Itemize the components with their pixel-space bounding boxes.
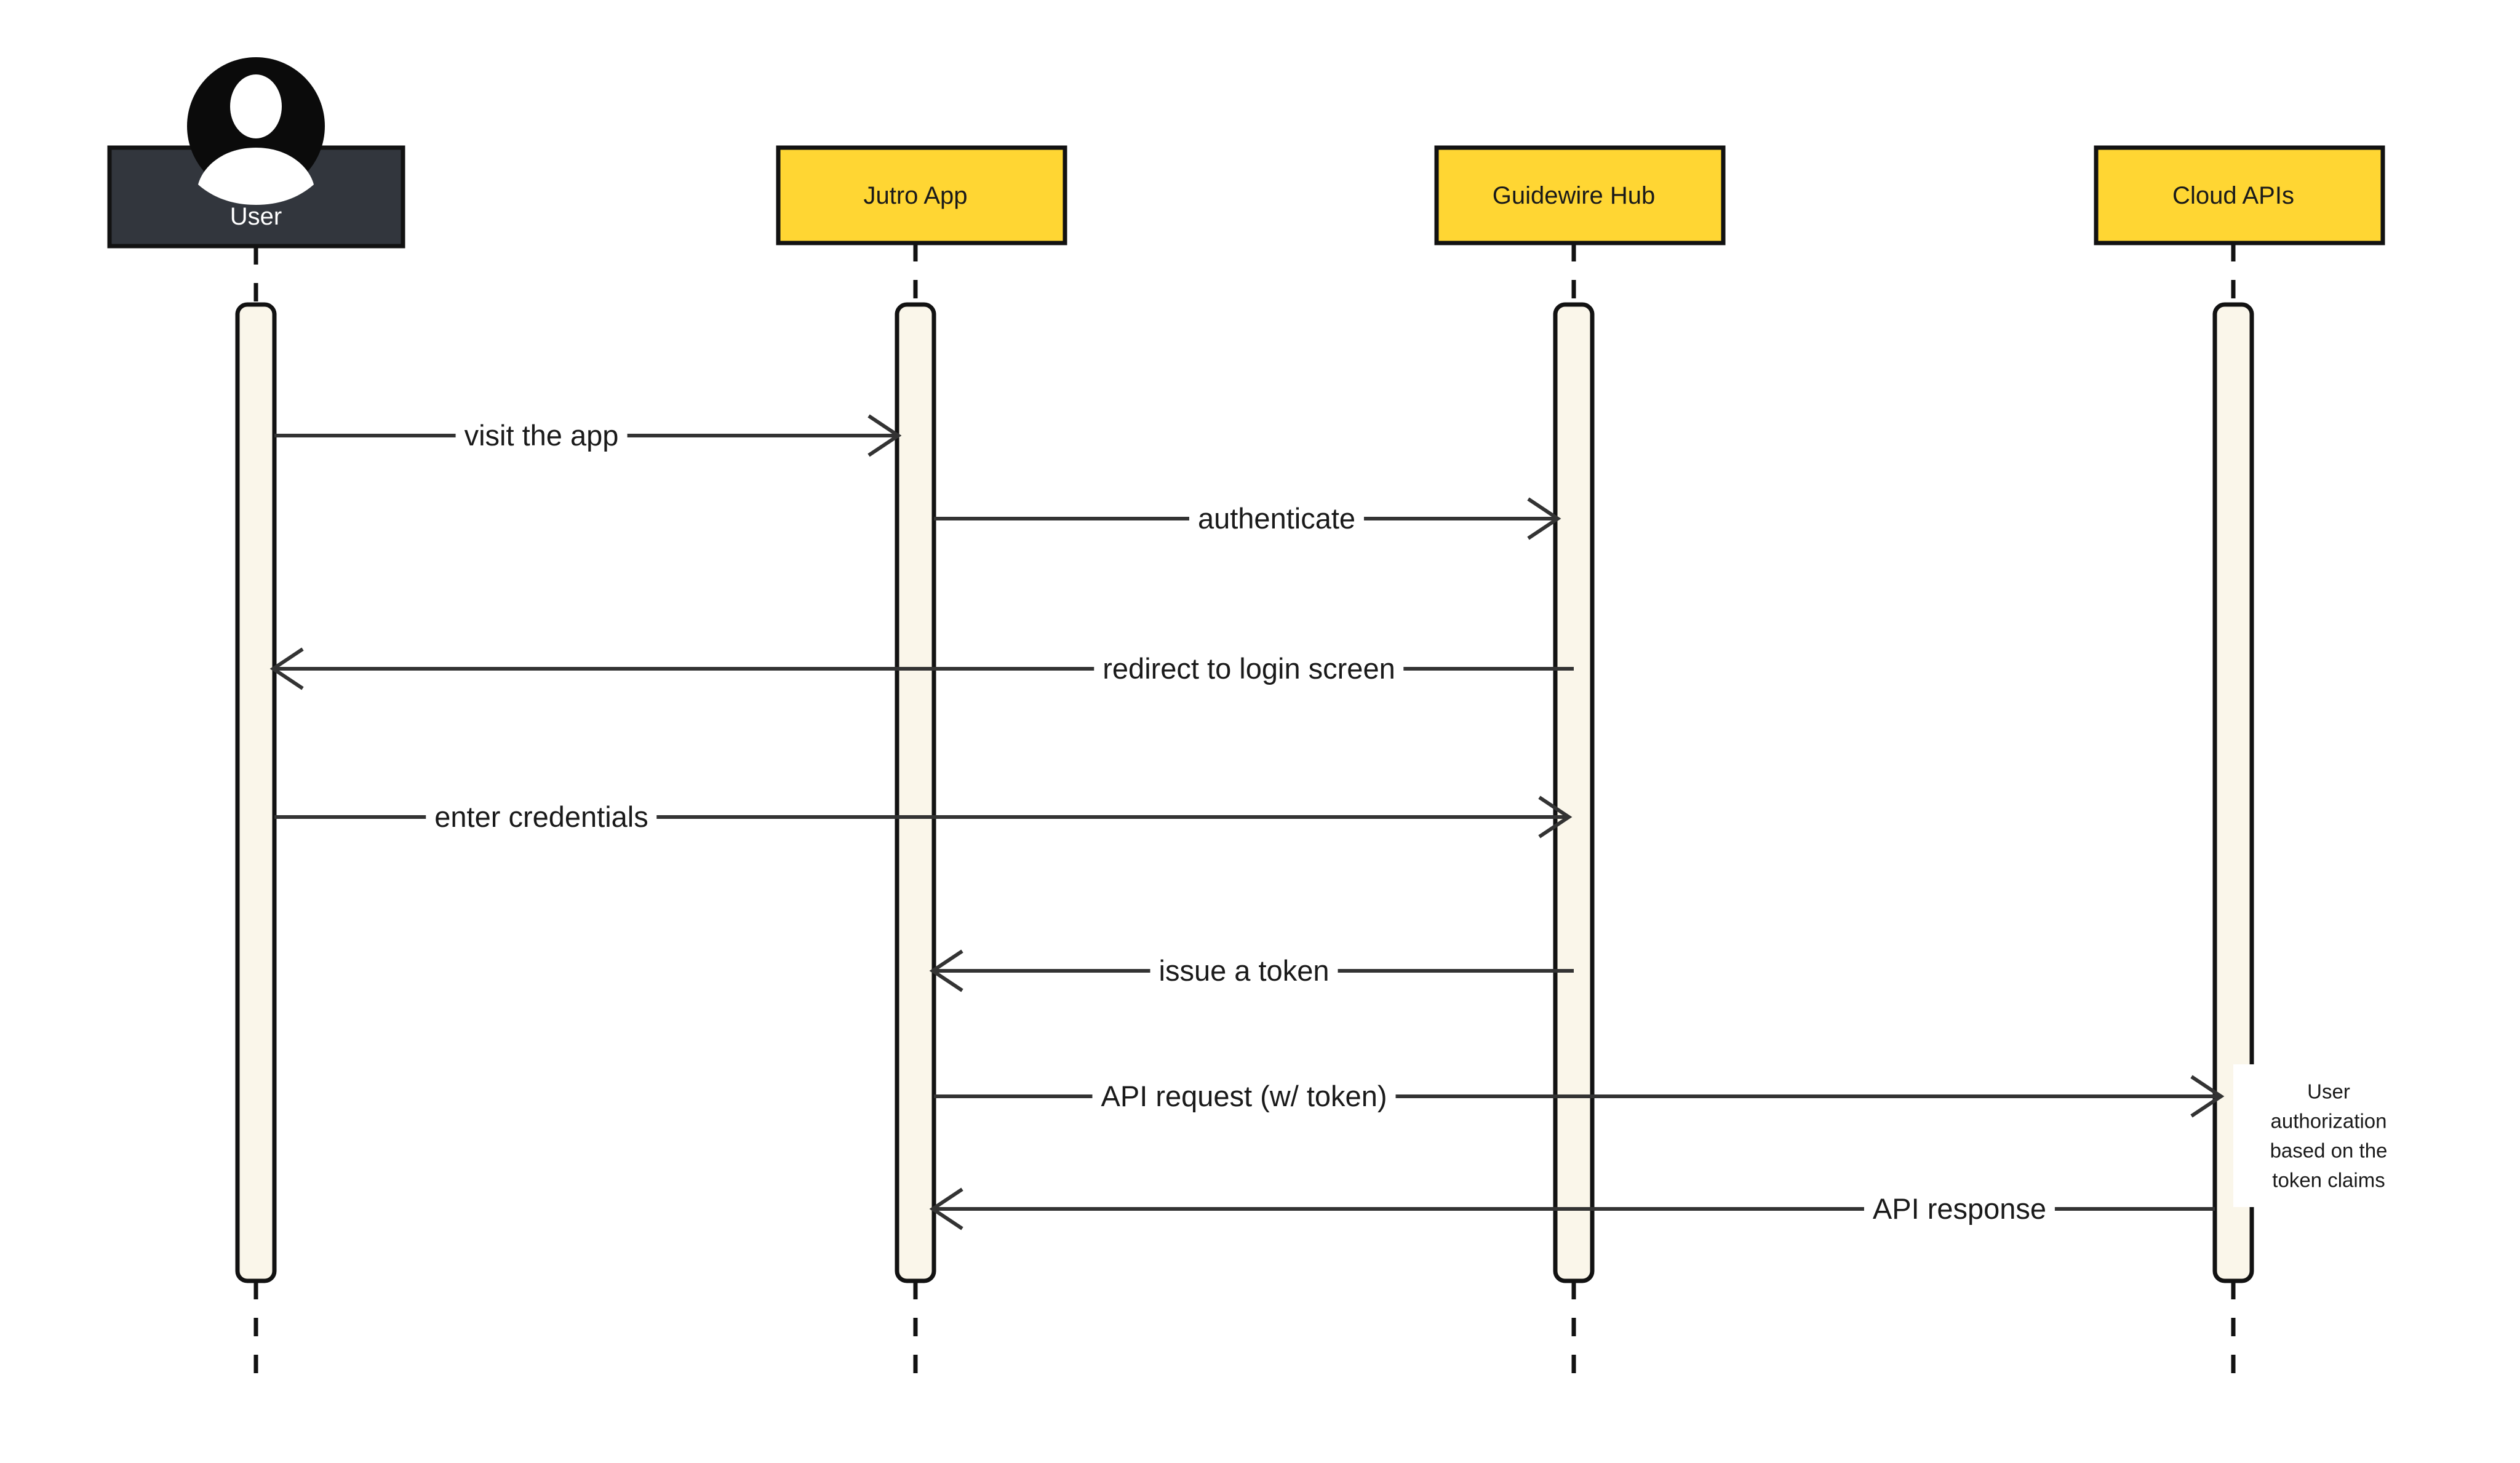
participant-label-user: User (229, 203, 282, 230)
message-label-api-request-with-token: API request (w/ token) (1092, 1080, 1396, 1112)
participant-label-cloud-apis: Cloud APIs (2172, 182, 2294, 209)
participant-boxes (107, 145, 2385, 249)
note-line-1: User (2307, 1080, 2350, 1103)
message-label-visit-the-app: visit the app (455, 420, 628, 452)
lifelines (253, 243, 2236, 1378)
activation-bar-jutro-app (895, 302, 936, 1283)
activation-bar-cloud-apis (2212, 302, 2254, 1283)
message-label-issue-a-token: issue a token (1150, 955, 1338, 987)
message-label-api-response: API response (1864, 1193, 2055, 1225)
participant-label-jutro-app: Jutro App (863, 182, 968, 209)
message-label-redirect-to-login-screen: redirect to login screen (1094, 653, 1404, 685)
user-avatar-icon (187, 57, 325, 205)
message-label-enter-credentials: enter credentials (426, 801, 657, 833)
activation-bar-guidewire-hub (1553, 302, 1595, 1283)
participant-box-cloud-apis[interactable] (2094, 145, 2385, 245)
note-line-3: based on the (2270, 1139, 2388, 1162)
participant-box-guidewire-hub[interactable] (1434, 145, 1726, 245)
participant-label-guidewire-hub: Guidewire Hub (1492, 182, 1656, 209)
note-text-cloud-authorization: User authorization based on the token cl… (2264, 1077, 2393, 1194)
note-line-2: authorization (2270, 1109, 2387, 1133)
note-box-cloud-authorization (2233, 1064, 2370, 1207)
note-line-4: token claims (2272, 1168, 2385, 1191)
activation-bar-user (235, 302, 277, 1283)
message-label-authenticate: authenticate (1189, 503, 1365, 535)
activation-bars (235, 302, 2254, 1283)
participant-box-jutro-app[interactable] (776, 145, 1067, 245)
